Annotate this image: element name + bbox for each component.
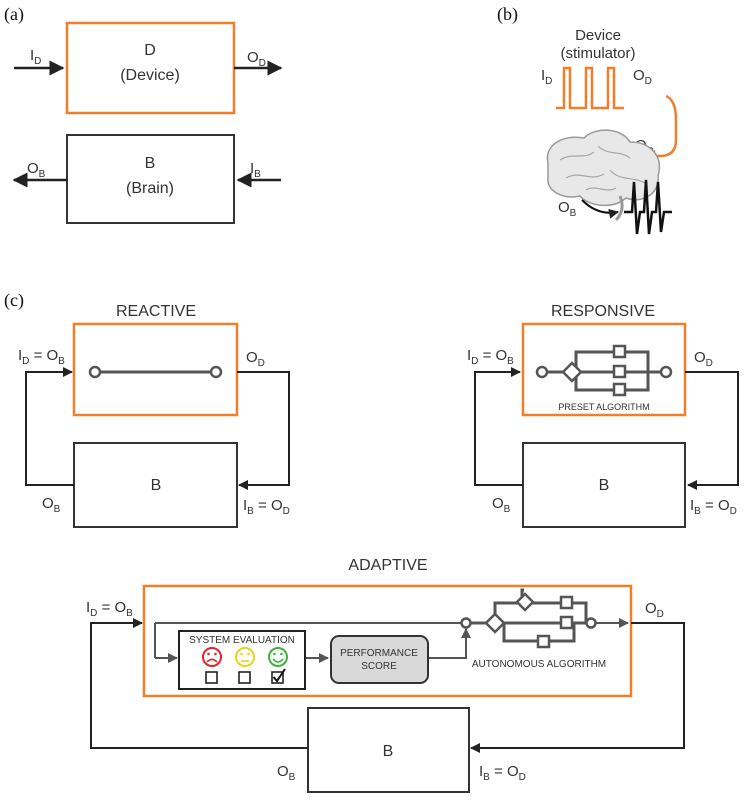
autonomous-decision-node-2 [515,592,535,612]
checkbox-neutral [238,671,251,684]
brain-box-name: (Brain) [126,180,174,197]
performance-score-line1: PERFORMANCE [340,648,418,659]
stim-label-i-d: ID [541,67,552,87]
preset-node-bottom [612,382,627,397]
label-i-b: IB [250,160,261,180]
reactive-feedback-right [237,371,290,490]
reactive-wire-start [88,365,102,379]
brain-box-letter: B [145,155,156,172]
performance-score-line2: SCORE [361,661,397,672]
stimulator-title-line1: Device [575,27,621,44]
system-evaluation-label: SYSTEM EVALUATION [189,635,295,646]
brain-output-curve [581,199,619,219]
stimulator-title-line2: (stimulator) [560,45,635,62]
adaptive-out-brain: OB [277,763,296,783]
autonomous-node-bottom [536,634,551,649]
preset-output-node [659,365,673,379]
responsive-output: OD [694,349,713,369]
sad-face-icon [202,647,222,667]
performance-score-box [330,635,429,684]
autonomous-input-node [460,617,472,629]
checkbox-sad [205,671,218,684]
autonomous-output-node [585,617,597,629]
responsive-out-brain: OB [492,495,511,515]
neutral-face-icon [235,647,255,667]
stim-feedback-arrow [642,94,678,163]
preset-input-node [535,365,549,379]
autonomous-decision-node-1 [484,612,506,634]
preset-node-top [612,344,627,359]
responsive-in-brain: IB = OD [690,497,737,517]
autonomous-node-top [559,595,574,610]
autonomous-node-mid [559,615,574,630]
adaptive-brain-box [307,707,470,793]
adaptive-title: ADAPTIVE [348,557,427,574]
reactive-title: REACTIVE [116,303,196,320]
adaptive-in-brain: IB = OD [479,763,526,783]
preset-decision-node [561,361,583,383]
reactive-input-eq: ID = OB [18,347,65,367]
reactive-out-brain: OB [42,495,61,515]
autonomous-algorithm-label: AUTONOMOUS ALGORITHM [472,659,606,670]
happy-face-icon [268,647,288,667]
reactive-brain-label: B [151,477,162,494]
preset-algorithm-label: PRESET ALGORITHM [558,402,649,412]
stim-label-o-d: OD [633,67,652,87]
reactive-output: OD [246,349,265,369]
reactive-in-brain: IB = OD [243,497,290,517]
panel-label-c: (c) [4,290,24,311]
adaptive-feedback-right [470,622,685,753]
responsive-feedback-right [685,371,739,490]
adaptive-feedback-left [90,618,308,749]
responsive-title: RESPONSIVE [551,303,655,320]
reactive-wire-end [209,365,223,379]
adaptive-output: OD [645,600,664,620]
label-i-d: ID [30,47,41,67]
neural-spikes [624,179,672,235]
panel-label-a: (a) [4,4,24,25]
responsive-device-box [521,322,687,417]
brain-illustration [546,129,661,222]
device-box-name: (Device) [120,67,180,84]
panel-label-b: (b) [497,4,518,25]
label-o-b: OB [27,160,46,180]
adaptive-device-box [142,584,633,698]
responsive-feedback-left [474,367,523,486]
score-to-algorithm-arrow [429,628,471,659]
brain-box [66,134,235,224]
device-box-letter: D [144,42,156,59]
reactive-device-box [72,322,239,417]
pulse-train [556,66,624,110]
stim-label-o-b: OB [558,199,577,219]
adaptive-brain-label: B [383,743,394,760]
adaptive-wiring [154,622,462,658]
label-o-d: OD [247,49,266,69]
preset-node-mid [612,364,627,379]
adaptive-input-eq: ID = OB [86,599,133,619]
responsive-input-eq: ID = OB [467,347,514,367]
checkbox-happy-checked [271,668,286,684]
reactive-feedback-left [25,367,74,486]
responsive-brain-label: B [599,477,610,494]
